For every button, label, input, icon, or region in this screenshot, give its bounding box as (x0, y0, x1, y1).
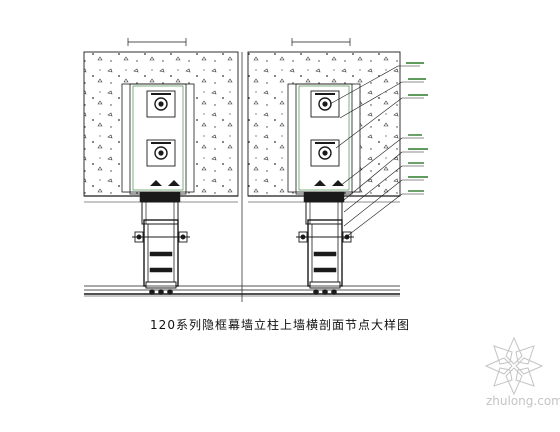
steel-bracket-right (303, 191, 345, 225)
anchor-bolt-right-upper (310, 90, 340, 118)
anchor-bolt-left-lower (146, 139, 176, 167)
anchor-bolt-left-upper (146, 90, 176, 118)
side-bolts-right (296, 231, 354, 243)
glass-panel-lines (84, 285, 400, 297)
aluminium-mullion-right (307, 219, 343, 295)
aluminium-mullion-left (143, 219, 179, 295)
drawing-caption: 120系列隐框幕墙立柱上墙横剖面节点大样图 (150, 318, 410, 332)
dimension-line-right (291, 38, 351, 46)
anchor-bolt-right-lower (310, 139, 340, 167)
watermark-text: zhulong.com (486, 394, 560, 408)
side-bolts-left (132, 231, 190, 243)
zhulong-logo-icon (484, 336, 544, 396)
callout-leaders (329, 65, 424, 241)
steel-bracket-left (139, 191, 181, 225)
callout-labels-illegible (406, 62, 428, 192)
detail-right (247, 38, 428, 295)
dimension-line-left (127, 38, 187, 46)
detail-left (83, 38, 239, 295)
